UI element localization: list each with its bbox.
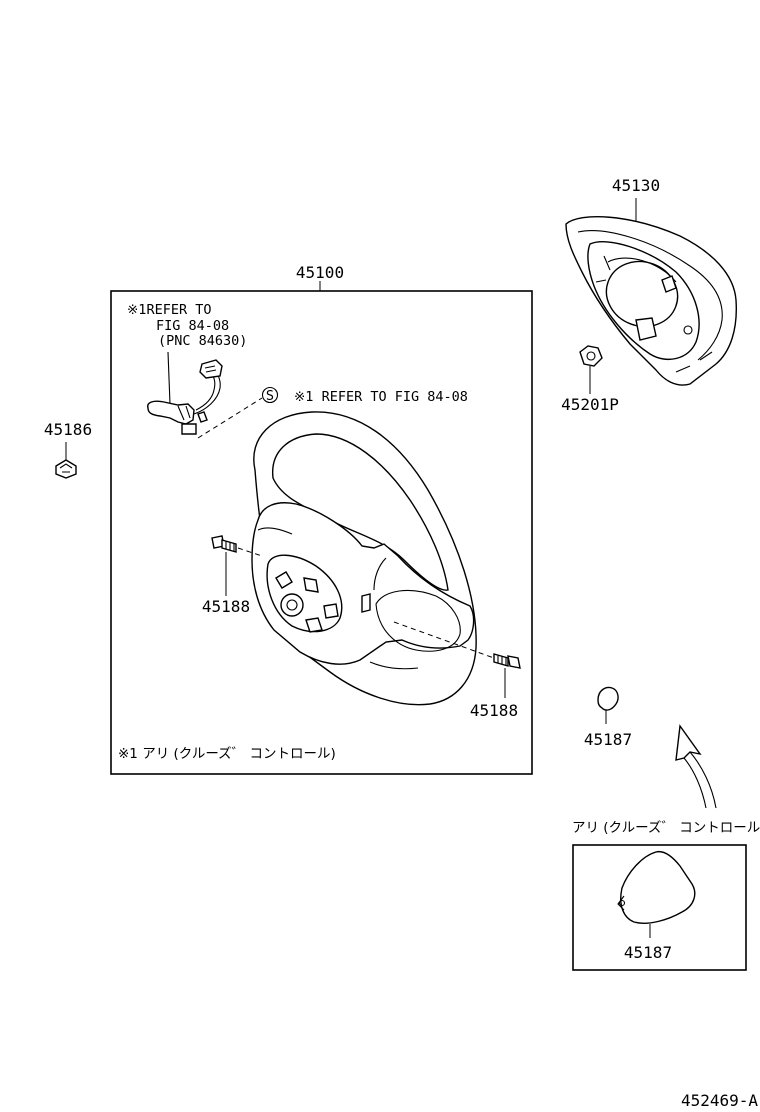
inset-frame — [572, 844, 747, 971]
bolt-right — [493, 653, 521, 669]
part-label-45187: 45187 — [584, 730, 632, 749]
part-label-45201P: 45201P — [561, 395, 619, 414]
part-label-45188-left: 45188 — [202, 597, 250, 616]
inset-title: アリ (クルーズ゛ コントロール) — [572, 820, 760, 836]
bolt-left-dashed-line — [237, 547, 263, 557]
s-symbol-circle — [261, 386, 279, 404]
cruise-control-harness — [147, 351, 223, 435]
inset-arrow — [675, 724, 717, 809]
part-label-45130: 45130 — [612, 176, 660, 195]
refer-note-line1: ※1REFER TO — [127, 302, 211, 318]
part-label-45187-inset: 45187 — [624, 943, 672, 962]
part-label-45188-right: 45188 — [470, 701, 518, 720]
main-frame — [110, 290, 533, 775]
clip — [55, 459, 77, 479]
nut — [579, 345, 603, 367]
cover — [597, 686, 619, 711]
refer-note-s: ※1 REFER TO FIG 84-08 — [294, 389, 468, 405]
cover-inset — [617, 850, 696, 924]
refer-note-line3: (PNC 84630) — [158, 333, 247, 349]
harness-dashed-leader — [197, 397, 263, 439]
horn-pad — [565, 216, 738, 386]
refer-note-line2: FIG 84-08 — [156, 318, 229, 334]
footnote: ※1 アリ (クルーズ゛ コントロール) — [118, 746, 336, 762]
figure-id: 452469-A — [681, 1091, 758, 1110]
steering-wheel — [251, 411, 477, 706]
part-label-45100: 45100 — [296, 263, 344, 282]
part-label-45186: 45186 — [44, 420, 92, 439]
s-symbol: S — [266, 388, 274, 404]
bolt-left — [211, 535, 237, 553]
